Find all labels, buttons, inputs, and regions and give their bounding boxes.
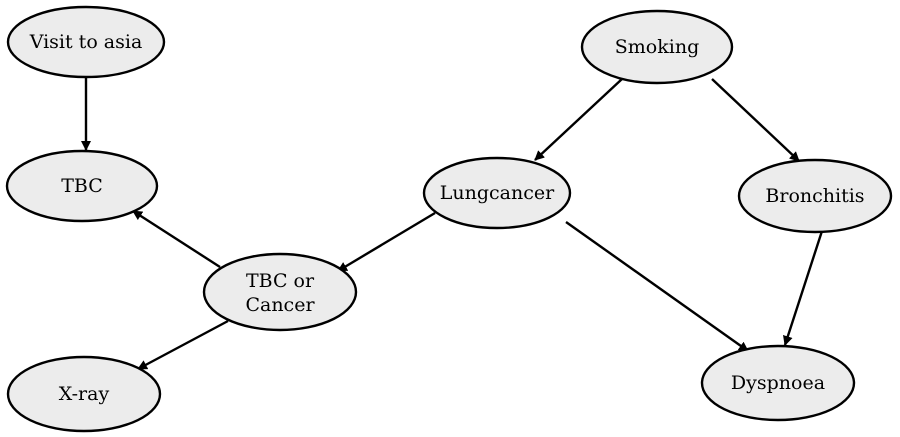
node-visit-to-asia: Visit to asia [6, 5, 166, 79]
edge-lungcancer-to-dyspnoea [565, 221, 749, 352]
node-bronchitis-shape [737, 158, 893, 234]
edges [81, 78, 824, 371]
node-visit-to-asia-shape [6, 5, 166, 79]
node-dyspnoea-shape [700, 344, 856, 422]
edge-smoking-to-bronchitis [711, 78, 800, 162]
node-tbc-or-cancer: TBC or Cancer [202, 252, 358, 332]
edge-tbc-or-cancer-to-xray [137, 319, 229, 371]
node-tbc-or-cancer-shape [202, 252, 358, 332]
node-smoking-shape [580, 9, 734, 85]
node-dyspnoea-label: Dyspnoea [731, 372, 825, 394]
edge-bronchitis-to-dyspnoea [783, 230, 824, 346]
node-lungcancer: Lungcancer [422, 156, 572, 230]
node-smoking-label: Smoking [615, 36, 699, 58]
node-tbc-or-cancer-label-line1: TBC or [246, 270, 315, 292]
node-tbc-shape [5, 149, 159, 223]
node-lungcancer-label: Lungcancer [440, 182, 555, 204]
node-tbc-or-cancer-label-line2: Cancer [245, 294, 315, 316]
node-xray-shape [6, 355, 162, 433]
node-bronchitis: Bronchitis [737, 158, 893, 234]
node-lungcancer-shape [422, 156, 572, 230]
edge-tbc-or-cancer-to-tbc [132, 209, 221, 269]
node-dyspnoea: Dyspnoea [700, 344, 856, 422]
node-visit-to-asia-label: Visit to asia [29, 31, 143, 53]
node-tbc-label: TBC [61, 175, 103, 197]
node-tbc: TBC [5, 149, 159, 223]
edge-lungcancer-to-tbc-or-cancer [337, 211, 436, 273]
node-smoking: Smoking [580, 9, 734, 85]
node-bronchitis-label: Bronchitis [765, 185, 864, 207]
node-xray: X-ray [6, 355, 162, 433]
node-xray-label: X-ray [59, 383, 110, 405]
edge-smoking-to-lungcancer [534, 78, 623, 161]
